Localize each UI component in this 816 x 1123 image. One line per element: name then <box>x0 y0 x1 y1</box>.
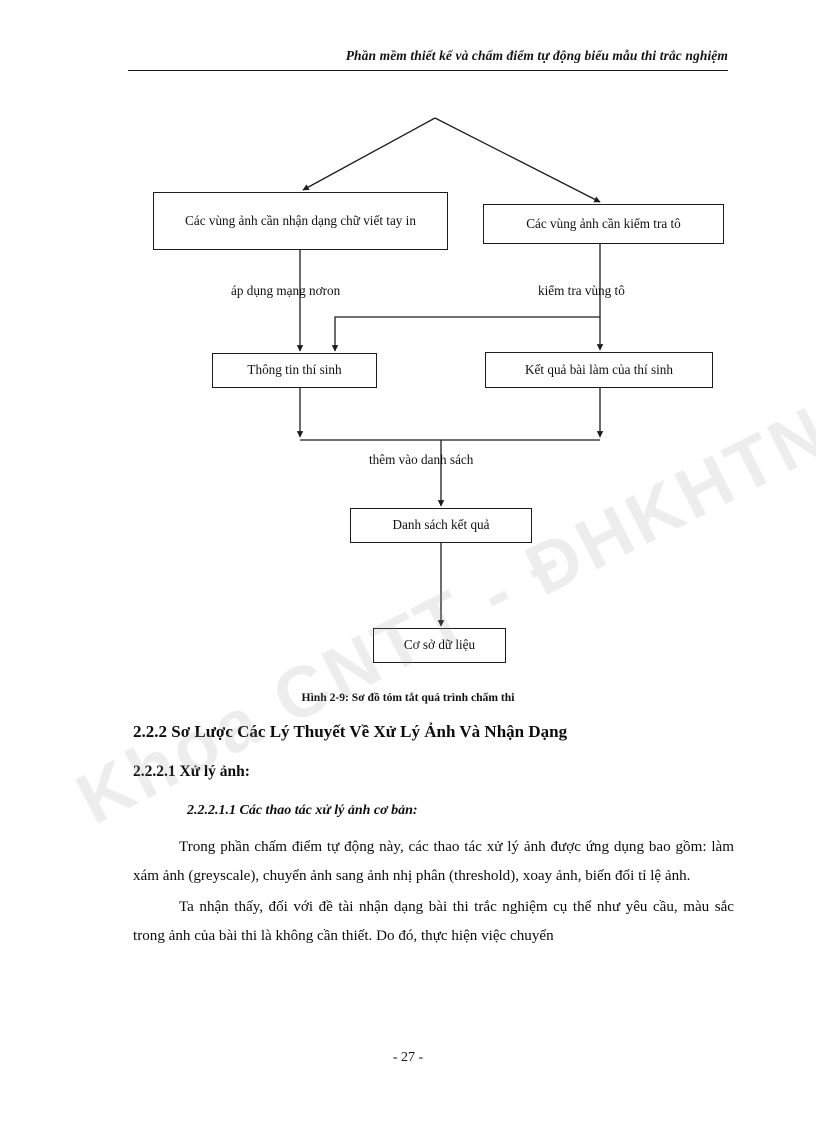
flow-node-candidate-info: Thông tin thí sinh <box>212 353 377 388</box>
heading-2-2-2: 2.2.2 Sơ Lược Các Lý Thuyết Về Xử Lý Ảnh… <box>133 722 568 741</box>
header-divider <box>128 70 728 71</box>
heading-2-2-2-1: 2.2.2.1 Xử lý ảnh: <box>133 763 250 780</box>
flow-node-candidate-answers: Kết quả bài làm của thí sinh <box>485 352 713 388</box>
flow-node-handwriting-regions: Các vùng ảnh cần nhận dạng chữ viết tay … <box>153 192 448 250</box>
heading-2-2-2-1-1: 2.2.2.1.1 Các thao tác xử lý ảnh cơ bản: <box>187 803 418 818</box>
figure-caption: Hình 2-9: Sơ đồ tóm tắt quá trình chấm t… <box>301 691 515 704</box>
document-body: 2.2.2 Sơ Lược Các Lý Thuyết Về Xử Lý Ảnh… <box>133 722 734 953</box>
edge-label-apply-neural-network: áp dụng mạng nơron <box>231 283 341 298</box>
edge-label-add-to-list: thêm vào danh sách <box>369 452 474 467</box>
page-number: - 27 - <box>392 1050 424 1065</box>
edge-split-right <box>434 117 601 203</box>
edge-split-left <box>302 117 436 191</box>
edge-shading-to-candidate <box>331 316 600 352</box>
body-paragraph-2: Ta nhận thấy, đối với đề tài nhận dạng b… <box>133 898 734 944</box>
edge-label-check-shaded-region: kiểm tra vùng tô <box>538 283 625 298</box>
flowchart-connectors <box>296 117 604 627</box>
running-header-title: Phần mềm thiết kế và chấm điểm tự động b… <box>345 48 728 63</box>
flow-node-result-list: Danh sách kết quả <box>350 508 532 543</box>
body-paragraph-1: Trong phần chấm điểm tự động này, các th… <box>133 839 734 884</box>
flow-node-database: Cơ sở dữ liệu <box>373 628 506 663</box>
running-header: Phần mềm thiết kế và chấm điểm tự động b… <box>128 48 728 78</box>
flowchart-figure: Các vùng ảnh cần nhận dạng chữ viết tay … <box>153 117 724 704</box>
flow-node-shading-regions: Các vùng ảnh cần kiểm tra tô <box>483 204 724 244</box>
